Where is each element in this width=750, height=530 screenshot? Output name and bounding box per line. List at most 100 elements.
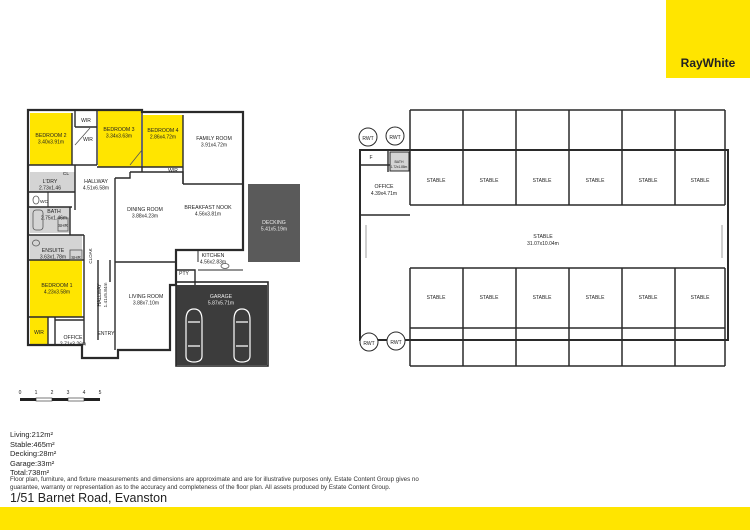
decking <box>248 184 300 262</box>
stall-top-1: STABLE <box>480 178 499 184</box>
stall-bottom-0: STABLE <box>427 295 446 301</box>
area-summary: Living:212m² Stable:465m² Decking:28m² G… <box>10 430 56 478</box>
room-living-dim: 3.88x7.10m <box>133 301 159 307</box>
scale-seg-5 <box>84 398 100 401</box>
room-hallway-name: HALLWAY <box>84 179 108 185</box>
stable-f: F <box>369 155 372 161</box>
room-wir-b: WIR <box>83 137 93 143</box>
raywhite-logo: RayWhite <box>666 0 750 78</box>
room-wir-a: WIR <box>81 118 91 124</box>
room-bed2-name: BEDROOM 2 <box>35 133 66 139</box>
bedroom-walls <box>28 110 184 345</box>
room-entry: ENTRY <box>98 331 116 337</box>
room-shr2: SHR <box>71 255 81 260</box>
room-decking-name: DECKING <box>262 220 286 226</box>
scale-label-4: 4 <box>83 390 86 396</box>
bedroom-1 <box>30 260 82 317</box>
stall-bottom-1: STABLE <box>480 295 499 301</box>
room-hallway-dim: 4.51x6.58m <box>83 186 109 192</box>
basin <box>32 239 40 247</box>
scale-seg-4 <box>67 397 85 402</box>
stable-office-dim: 4.39x4.71m <box>371 191 397 197</box>
laundry <box>30 172 75 192</box>
room-kitchen-name: KITCHEN <box>202 253 225 259</box>
area-living: Living:212m² <box>10 430 53 439</box>
room-ldry-name: L'DRY <box>43 179 58 185</box>
stable-bath-dim: 1.72x1.88m <box>391 165 408 169</box>
area-garage: Garage:33m² <box>10 458 55 468</box>
wir-bed2 <box>75 110 97 127</box>
stable-aisle-name: STABLE <box>533 234 553 240</box>
stable-aisle-dim: 31.07x10.04m <box>527 241 559 247</box>
garage <box>176 285 267 365</box>
stall-bottom-4: STABLE <box>639 295 658 301</box>
property-address: 1/51 Barnet Road, Evanston <box>10 491 168 505</box>
room-bed1-dim: 4.23x3.58m <box>44 290 70 296</box>
rwt-tank-bottom-right <box>386 331 406 351</box>
kitchen-bench <box>197 250 243 271</box>
room-office-dim: 2.71x3.26m <box>60 342 86 348</box>
rwt-label-2: RWT <box>363 341 374 347</box>
room-shr: SHR <box>58 223 68 228</box>
stable-office-name: OFFICE <box>374 184 394 190</box>
area-total: Total:738m² <box>10 468 50 478</box>
stall-top-4: STABLE <box>639 178 658 184</box>
room-wc: WC <box>40 199 49 205</box>
wir-bed1 <box>30 317 48 345</box>
room-family-dim: 3.91x4.72m <box>201 143 227 149</box>
stable-bottom-stall-lines <box>409 267 726 367</box>
room-wir-d: WIR <box>34 330 44 336</box>
car-2 <box>233 308 251 363</box>
room-family-name: FAMILY ROOM <box>196 136 232 142</box>
room-bed4-name: BEDROOM 4 <box>147 128 178 134</box>
room-living-name: LIVING ROOM <box>129 294 164 300</box>
room-office-name: OFFICE <box>63 335 83 341</box>
room-bath-name: BATH <box>47 209 61 215</box>
room-bed3-name: BEDROOM 3 <box>103 127 134 133</box>
ensuite <box>30 235 82 260</box>
room-nook-name: BREAKFAST NOOK <box>184 205 232 211</box>
room-bath-dim: 2.75x1.46m <box>41 216 67 222</box>
rwt-tank-top-left <box>358 127 378 147</box>
house-outer-wall <box>26 108 245 360</box>
car-1-window <box>188 321 200 347</box>
bath <box>30 207 70 233</box>
area-decking: Decking:28m² <box>10 449 57 459</box>
garage-outline <box>175 281 269 367</box>
room-nook-dim: 4.56x3.81m <box>195 212 221 218</box>
room-bed3-dim: 3.34x3.63m <box>106 134 132 140</box>
rwt-label-0: RWT <box>362 136 373 142</box>
room-hallway2-dim: 1.41x5.84m <box>103 282 109 307</box>
scale-label-1: 1 <box>35 390 38 396</box>
stall-top-2: STABLE <box>533 178 552 184</box>
stable-bath <box>389 151 410 172</box>
rwt-tank-bottom-left <box>359 332 379 352</box>
room-ensuite-name: ENSUITE <box>42 248 65 254</box>
room-kitchen-dim: 4.56x2.83m <box>200 260 226 266</box>
rwt-label-3: RWT <box>390 340 401 346</box>
stable-top-stall-lines <box>409 109 726 206</box>
room-garage-dim: 5.87x5.71m <box>208 301 234 307</box>
disclaimer-text: Floor plan, furniture, and fixture measu… <box>10 476 419 491</box>
raywhite-logo-text: RayWhite <box>680 56 736 70</box>
room-bed4-dim: 2.86x4.72m <box>150 135 176 141</box>
shower <box>57 217 69 232</box>
scale-label-0: 0 <box>19 390 22 396</box>
scale-seg-2 <box>35 397 53 402</box>
area-stable: Stable:465m² <box>10 439 55 449</box>
room-dining-name: DINING ROOM <box>127 207 163 213</box>
room-wir-c: WIR <box>168 168 178 174</box>
room-bed2-dim: 3.40x3.91m <box>38 140 64 146</box>
room-cl: CL <box>63 171 69 177</box>
stall-top-0: STABLE <box>427 178 446 184</box>
scale-label-2: 2 <box>51 390 54 396</box>
room-ensuite-dim: 3.63x1.78m <box>40 255 66 261</box>
car-2-window <box>236 321 248 347</box>
living-walls <box>114 171 243 350</box>
room-decking-dim: 5.41x5.19m <box>261 227 287 233</box>
room-garage-name: GARAGE <box>210 294 233 300</box>
stall-bottom-5: STABLE <box>691 295 710 301</box>
stall-bottom-2: STABLE <box>533 295 552 301</box>
room-hallway2-name: HALLWAY <box>97 283 103 307</box>
room-ldry-dim: 2.73x1.46 <box>39 186 61 192</box>
